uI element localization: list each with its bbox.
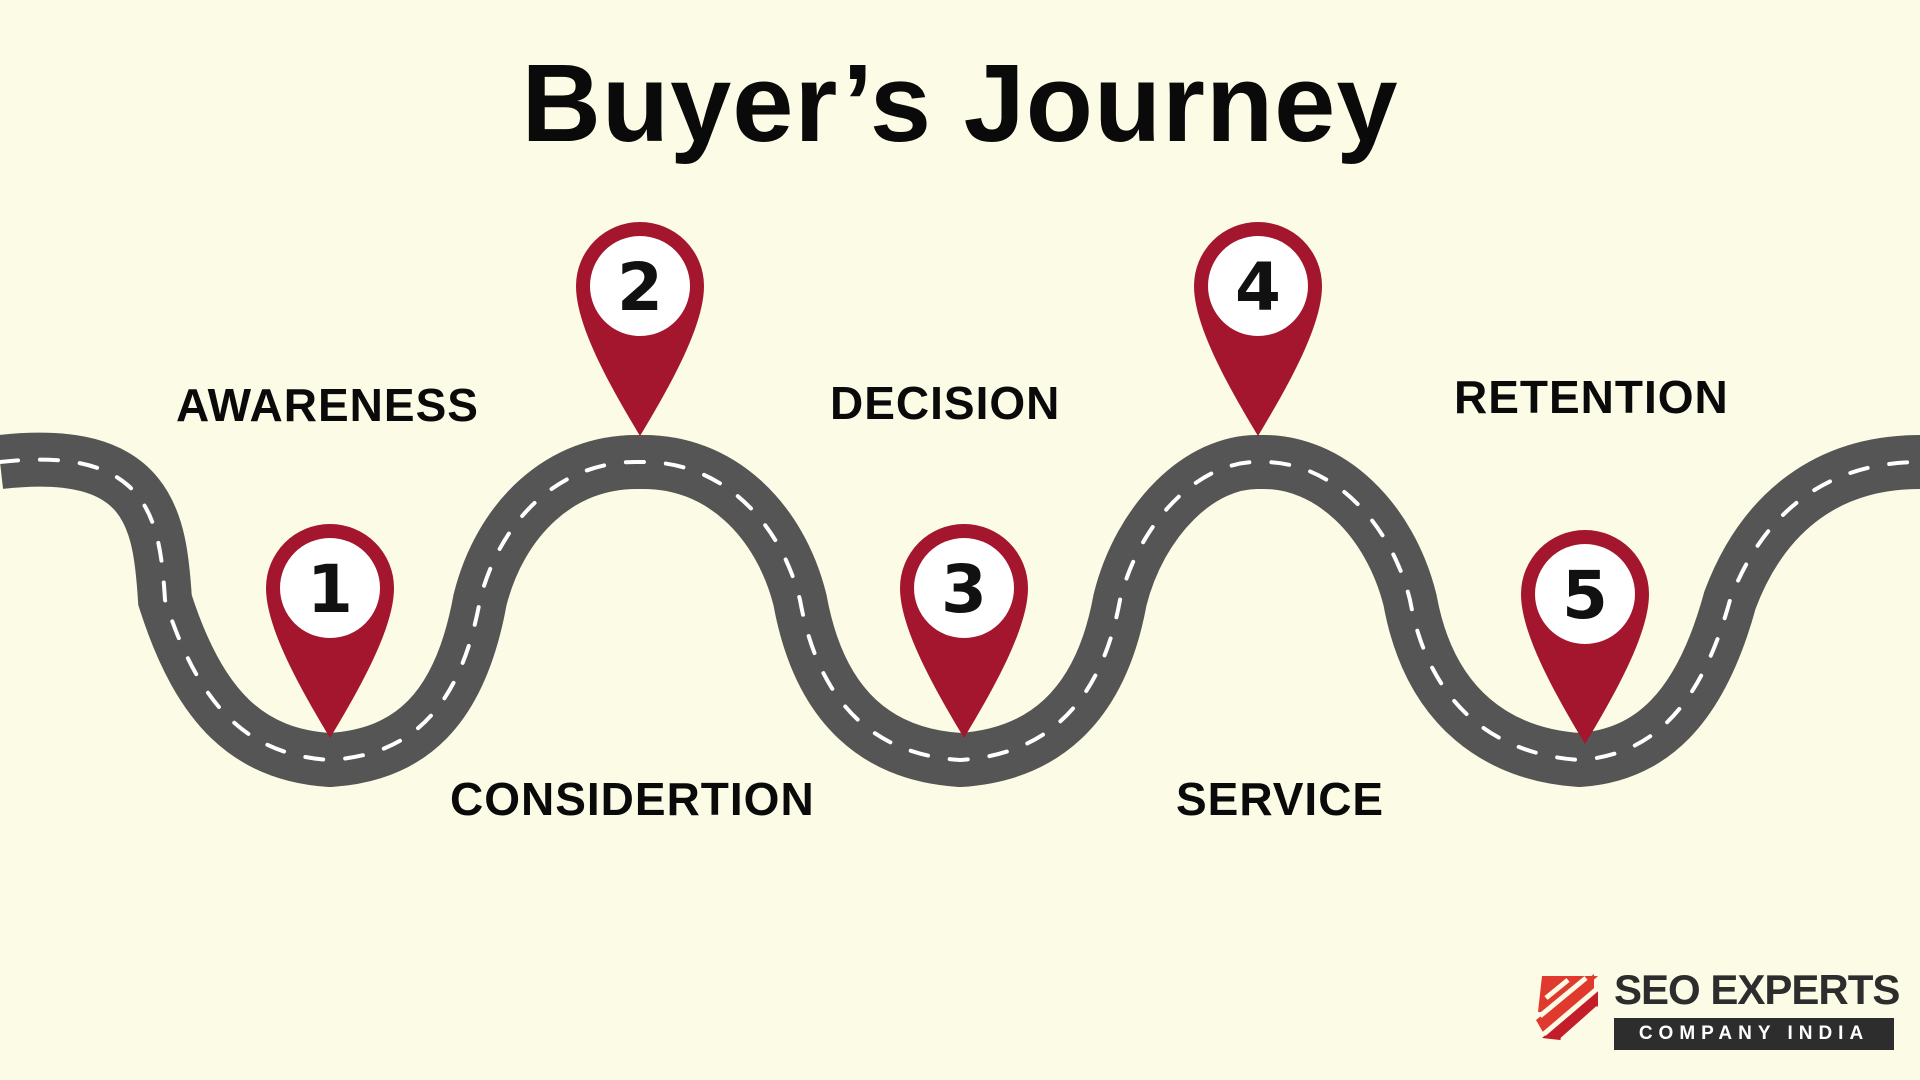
stage-label-decision: DECISION [830, 377, 1061, 429]
pin-circle [1208, 236, 1308, 336]
stage-label-awareness: AWARENESS [176, 379, 479, 431]
company-logo: SEO EXPERTS COMPANY INDIA [1534, 966, 1900, 1050]
logo-subtitle: COMPANY INDIA [1614, 1018, 1894, 1050]
pin-circle [590, 236, 690, 336]
map-pin-icon-4: 4 [1194, 222, 1322, 436]
map-pin-icon-3: 3 [900, 524, 1028, 738]
map-pin-icon-1: 1 [266, 524, 394, 738]
pin-number: 4 [1235, 249, 1281, 326]
pin-number: 5 [1562, 557, 1608, 634]
road-center-dashes [0, 457, 1920, 763]
pin-circle [914, 538, 1014, 638]
stage-pins: 1 2 3 4 5 [266, 222, 1649, 744]
road [0, 432, 1920, 788]
pin-circle [1535, 544, 1635, 644]
map-pin-icon-2: 2 [576, 222, 704, 436]
stripes-logo-icon [1536, 974, 1600, 1042]
pin-circle [280, 538, 380, 638]
map-pin-icon-5: 5 [1521, 530, 1649, 744]
page-title: Buyer’s Journey [521, 42, 1399, 165]
pin-number: 1 [307, 551, 353, 628]
logo-name: SEO EXPERTS [1614, 966, 1900, 1013]
stage-label-service: SERVICE [1176, 773, 1385, 825]
pin-number: 2 [617, 249, 663, 326]
pin-number: 3 [941, 551, 987, 628]
stage-label-retention: RETENTION [1454, 371, 1729, 423]
stage-label-consideration: CONSIDERTION [450, 773, 815, 825]
